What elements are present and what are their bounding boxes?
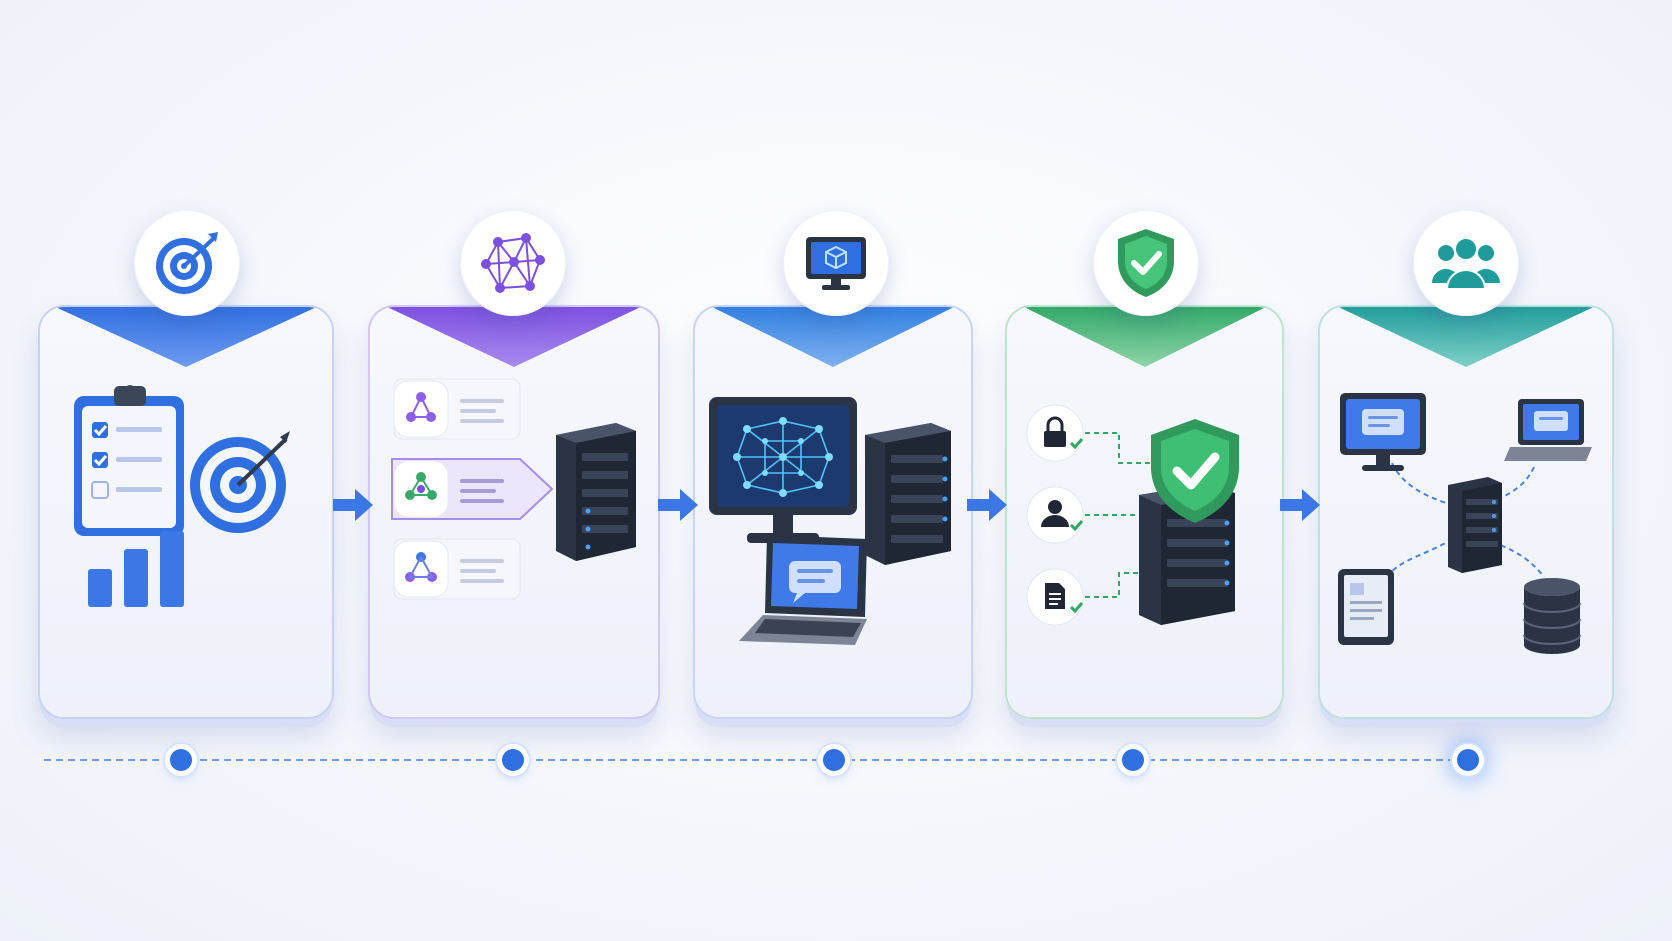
badge-neural-network xyxy=(460,210,566,316)
badge-users xyxy=(1413,210,1519,316)
access-controls-icon xyxy=(1026,404,1159,626)
chevron-banner xyxy=(712,307,954,367)
timeline-dot-1 xyxy=(170,749,192,771)
laptop-chat-icon xyxy=(739,535,867,645)
badge-monitor xyxy=(783,210,889,316)
arrow-right-icon xyxy=(658,489,698,521)
chevron-banner xyxy=(1338,307,1594,367)
timeline-dot-3 xyxy=(823,749,845,771)
bar-chart-icon xyxy=(88,531,184,607)
stage-card-goals xyxy=(38,305,334,719)
arrow-right-icon xyxy=(967,489,1007,521)
timeline-dot-5 xyxy=(1457,749,1479,771)
stage-card-security xyxy=(1005,305,1284,719)
timeline-line xyxy=(44,759,1470,761)
model-list-icon xyxy=(391,378,554,600)
timeline-dot-2 xyxy=(502,749,524,771)
database-icon xyxy=(1523,578,1581,654)
shield-check-icon xyxy=(1151,419,1239,523)
monitor-cube-icon xyxy=(806,237,866,290)
target-dartboard-icon xyxy=(190,431,290,533)
stage-card-ai-models xyxy=(368,305,660,719)
chevron-banner xyxy=(55,307,317,367)
monitor-network-icon xyxy=(709,397,857,543)
stage-card-deployment xyxy=(693,305,973,719)
users-icon xyxy=(1432,237,1500,290)
badge-target xyxy=(134,210,240,316)
badge-shield xyxy=(1093,210,1199,316)
shield-check-icon xyxy=(1118,229,1174,297)
neural-network-icon xyxy=(481,233,545,293)
timeline-dot-4 xyxy=(1122,749,1144,771)
arrow-right-icon xyxy=(333,489,373,521)
arrow-right-icon xyxy=(1280,489,1320,521)
target-icon xyxy=(156,232,218,294)
stage-card-collaboration xyxy=(1318,305,1614,719)
server-tower-icon xyxy=(556,423,636,561)
server-tower-icon xyxy=(865,423,951,565)
chevron-banner xyxy=(387,307,641,367)
chevron-banner xyxy=(1023,307,1266,367)
clipboard-checklist-icon xyxy=(74,385,184,536)
device-network-icon xyxy=(1338,393,1592,654)
